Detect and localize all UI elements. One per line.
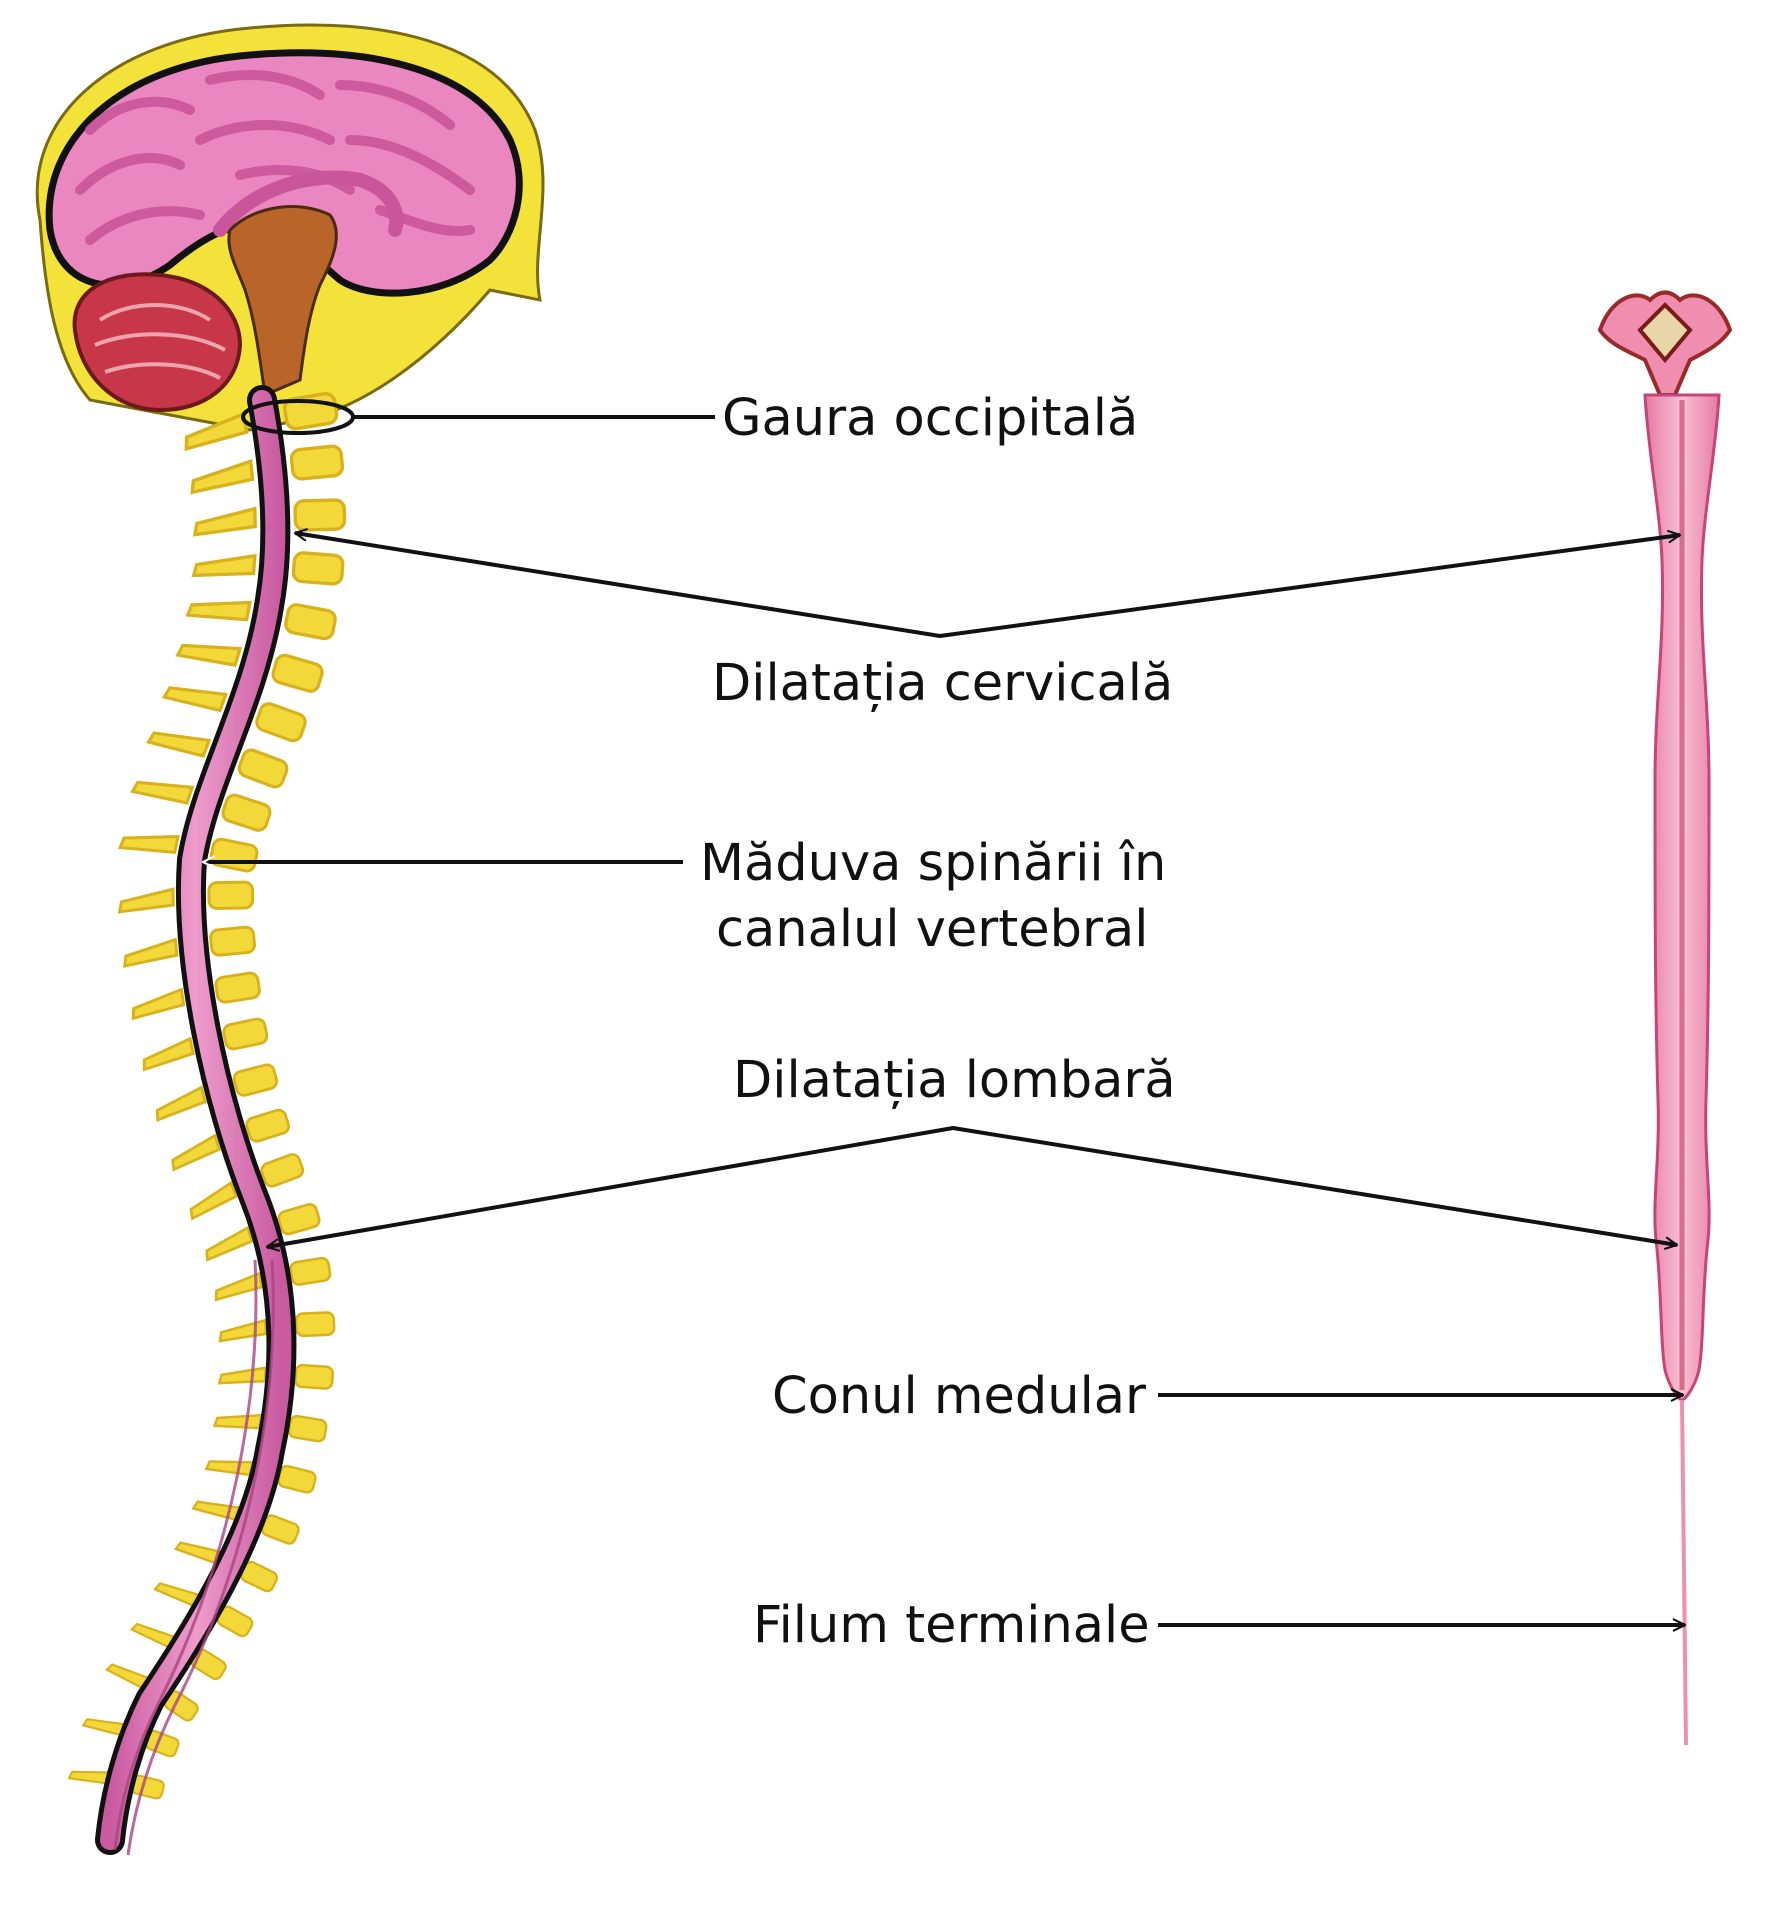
label-lumbar-enlargement: Dilatația lombară [733, 1051, 1176, 1110]
spinal-cord-in-canal [95, 385, 297, 1856]
lumbar-leader [265, 1126, 1679, 1252]
vertebra [217, 1363, 335, 1390]
label-spinal-cord-line1: Măduva spinării în [700, 834, 1166, 893]
vertebra [185, 600, 337, 641]
vertebra [142, 1017, 269, 1072]
vertebra [117, 880, 255, 914]
cerebrum [45, 49, 523, 297]
label-foramen-magnum: Gaura occipitală [722, 389, 1138, 448]
vertebra [155, 1063, 279, 1122]
cerebellum [72, 272, 243, 413]
brainstem [227, 205, 338, 398]
vertebra [204, 1460, 317, 1494]
leader-lines [201, 415, 1687, 1632]
vertebra [161, 686, 307, 743]
vertebra [175, 643, 324, 693]
cervical-leader [293, 528, 1682, 638]
isolated-spinal-cord [1597, 290, 1733, 1746]
label-cervical-enlargement: Dilatația cervicală [712, 654, 1173, 713]
vertebra [192, 498, 347, 537]
vertebra [130, 780, 272, 832]
label-conus-medullaris: Conul medular [772, 1367, 1146, 1426]
vertebra [189, 1153, 305, 1221]
label-filum-terminale: Filum terminale [753, 1596, 1150, 1655]
vertebra [131, 971, 261, 1021]
vertebra [190, 444, 345, 495]
vertebra [191, 551, 345, 586]
vertebra [205, 1203, 321, 1262]
vertebra [123, 925, 256, 968]
vertebra [214, 1256, 332, 1302]
vertebral-column [67, 392, 347, 1800]
vertebra [145, 731, 289, 789]
label-spinal-cord-line2: canalul vertebral [716, 900, 1148, 959]
vertebra [171, 1108, 291, 1172]
